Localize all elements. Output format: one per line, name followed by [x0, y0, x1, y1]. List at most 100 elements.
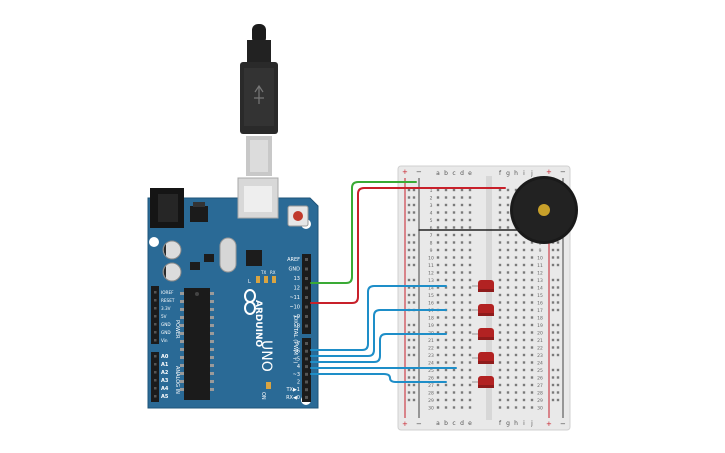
power-pin[interactable]: [154, 299, 157, 302]
breadboard-hole[interactable]: [436, 196, 440, 199]
breadboard-hole[interactable]: [468, 361, 472, 364]
rail-hole[interactable]: [407, 368, 411, 372]
breadboard-hole[interactable]: [514, 286, 518, 289]
rail-hole[interactable]: [407, 196, 411, 199]
rail-hole[interactable]: [412, 218, 416, 222]
breadboard-hole[interactable]: [514, 361, 518, 364]
rail-hole[interactable]: [407, 278, 411, 282]
breadboard-hole[interactable]: [452, 398, 456, 402]
breadboard-hole[interactable]: [468, 188, 472, 192]
breadboard-hole[interactable]: [452, 233, 456, 237]
breadboard-hole[interactable]: [498, 256, 502, 259]
breadboard-hole[interactable]: [522, 323, 526, 327]
breadboard-hole[interactable]: [444, 188, 448, 192]
breadboard-hole[interactable]: [498, 271, 502, 274]
rail-hole[interactable]: [556, 241, 560, 244]
breadboard-hole[interactable]: [530, 353, 534, 357]
breadboard-hole[interactable]: [444, 293, 448, 297]
analog-pin[interactable]: [154, 387, 157, 390]
breadboard-hole[interactable]: [444, 301, 448, 304]
rail-hole[interactable]: [412, 286, 416, 289]
breadboard-hole[interactable]: [436, 293, 440, 297]
breadboard-hole[interactable]: [468, 196, 472, 199]
breadboard-hole[interactable]: [436, 248, 440, 252]
breadboard-hole[interactable]: [436, 368, 440, 372]
breadboard-hole[interactable]: [506, 188, 510, 192]
piezo-buzzer[interactable]: [510, 176, 578, 244]
breadboard-hole[interactable]: [514, 301, 518, 304]
breadboard-hole[interactable]: [452, 331, 456, 334]
power-pin[interactable]: [154, 307, 157, 310]
breadboard-hole[interactable]: [444, 256, 448, 259]
rail-hole[interactable]: [407, 301, 411, 304]
rail-hole[interactable]: [407, 376, 411, 379]
breadboard-hole[interactable]: [460, 368, 464, 372]
breadboard-hole[interactable]: [468, 323, 472, 327]
breadboard-hole[interactable]: [444, 211, 448, 214]
breadboard-hole[interactable]: [530, 331, 534, 334]
rail-hole[interactable]: [407, 188, 411, 192]
breadboard-hole[interactable]: [530, 391, 534, 394]
breadboard-hole[interactable]: [436, 203, 440, 207]
rail-hole[interactable]: [407, 233, 411, 237]
breadboard-hole[interactable]: [452, 286, 456, 289]
breadboard-hole[interactable]: [452, 211, 456, 214]
digital-pin[interactable]: [305, 324, 308, 328]
rail-hole[interactable]: [551, 391, 555, 394]
rail-hole[interactable]: [412, 301, 416, 304]
power-pin[interactable]: [154, 339, 157, 342]
breadboard-hole[interactable]: [468, 308, 472, 312]
breadboard-hole[interactable]: [444, 368, 448, 372]
breadboard-hole[interactable]: [506, 316, 510, 319]
breadboard-hole[interactable]: [468, 226, 472, 229]
breadboard-hole[interactable]: [436, 338, 440, 342]
breadboard-hole[interactable]: [444, 398, 448, 402]
breadboard-hole[interactable]: [522, 391, 526, 394]
rail-hole[interactable]: [412, 376, 416, 379]
breadboard-hole[interactable]: [460, 241, 464, 244]
breadboard-hole[interactable]: [514, 293, 518, 297]
breadboard-hole[interactable]: [514, 331, 518, 334]
breadboard-hole[interactable]: [530, 256, 534, 259]
breadboard-hole[interactable]: [452, 383, 456, 387]
breadboard-hole[interactable]: [498, 188, 502, 192]
breadboard-hole[interactable]: [514, 271, 518, 274]
breadboard-hole[interactable]: [530, 286, 534, 289]
breadboard-hole[interactable]: [436, 233, 440, 237]
breadboard-hole[interactable]: [522, 286, 526, 289]
breadboard-hole[interactable]: [530, 346, 534, 349]
breadboard-hole[interactable]: [514, 323, 518, 327]
breadboard-hole[interactable]: [522, 241, 526, 244]
breadboard-hole[interactable]: [498, 218, 502, 222]
breadboard-hole[interactable]: [530, 241, 534, 244]
breadboard-hole[interactable]: [522, 368, 526, 372]
breadboard-hole[interactable]: [506, 361, 510, 364]
breadboard-hole[interactable]: [530, 406, 534, 409]
breadboard-hole[interactable]: [530, 263, 534, 267]
breadboard-hole[interactable]: [530, 248, 534, 252]
breadboard-hole[interactable]: [468, 383, 472, 387]
breadboard-hole[interactable]: [460, 406, 464, 409]
breadboard-hole[interactable]: [506, 323, 510, 327]
rail-hole[interactable]: [412, 398, 416, 402]
breadboard-hole[interactable]: [444, 376, 448, 379]
breadboard-hole[interactable]: [436, 391, 440, 394]
breadboard-hole[interactable]: [460, 376, 464, 379]
led[interactable]: [472, 304, 494, 316]
rail-hole[interactable]: [556, 346, 560, 349]
rail-hole[interactable]: [556, 248, 560, 252]
breadboard-hole[interactable]: [436, 241, 440, 244]
breadboard-hole[interactable]: [506, 293, 510, 297]
breadboard-hole[interactable]: [506, 248, 510, 252]
breadboard-hole[interactable]: [498, 308, 502, 312]
breadboard-hole[interactable]: [436, 218, 440, 222]
breadboard-hole[interactable]: [522, 331, 526, 334]
breadboard-hole[interactable]: [514, 256, 518, 259]
breadboard-hole[interactable]: [498, 263, 502, 267]
digital-pin[interactable]: [305, 357, 308, 361]
breadboard-hole[interactable]: [444, 203, 448, 207]
breadboard-hole[interactable]: [506, 301, 510, 304]
breadboard-hole[interactable]: [452, 218, 456, 222]
breadboard-hole[interactable]: [468, 233, 472, 237]
breadboard-hole[interactable]: [444, 361, 448, 364]
